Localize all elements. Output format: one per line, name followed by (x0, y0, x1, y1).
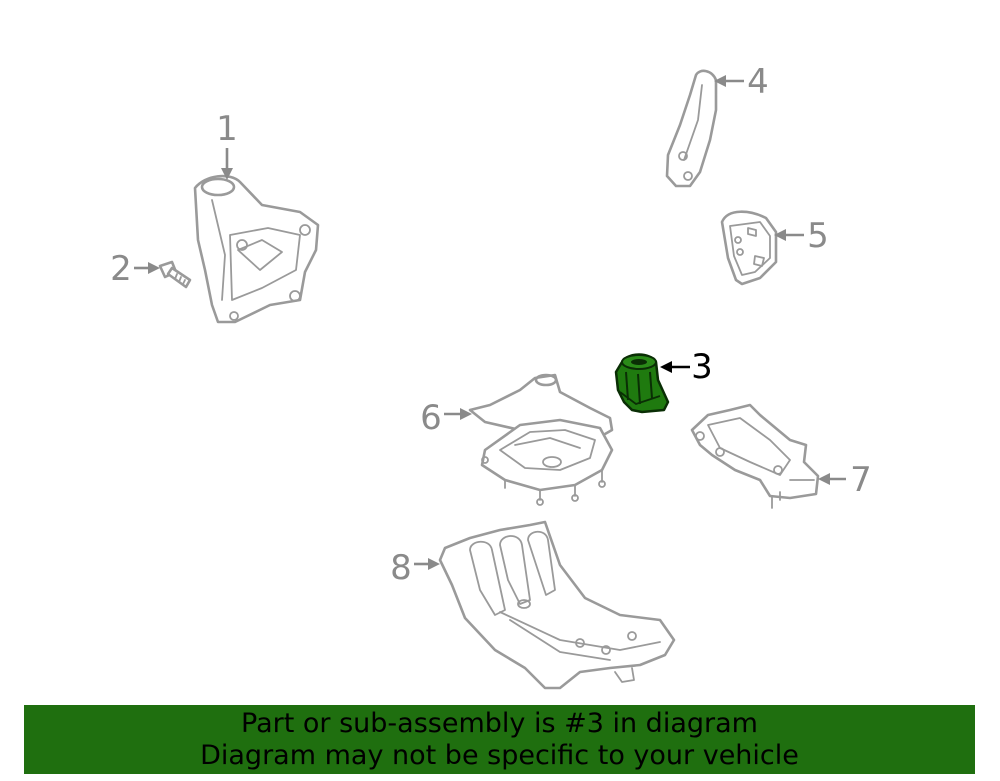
callout-1: 1 (216, 109, 238, 180)
callout-6: 6 (420, 398, 472, 438)
callout-4-label: 4 (747, 62, 769, 102)
arrow-left-icon (660, 361, 672, 373)
arrow-right-icon (460, 408, 472, 420)
part-4-bracket[interactable] (665, 69, 718, 188)
arrow-left-icon (774, 229, 786, 241)
arrow-down-icon (221, 168, 233, 180)
part-2-bolt[interactable] (158, 260, 192, 289)
callout-3: 3 (660, 347, 713, 387)
callout-2-label: 2 (110, 249, 132, 289)
arrow-left-icon (818, 473, 830, 485)
callout-2: 2 (110, 249, 160, 289)
arrow-left-icon (714, 75, 726, 87)
callout-3-label: 3 (691, 347, 713, 387)
arrow-right-icon (148, 262, 160, 274)
callout-5-label: 5 (807, 216, 829, 256)
callout-1-label: 1 (216, 109, 238, 149)
callout-7-label: 7 (850, 460, 872, 500)
info-banner: Part or sub-assembly is #3 in diagram Di… (24, 705, 975, 774)
part-7-crossmember-bracket[interactable] (690, 403, 820, 509)
part-1-engine-mount-bracket[interactable] (193, 174, 320, 324)
part-3-mount-insulator[interactable] (614, 353, 670, 414)
callout-5: 5 (774, 216, 829, 256)
banner-line-1: Part or sub-assembly is #3 in diagram (241, 707, 758, 739)
callout-8-label: 8 (390, 548, 412, 588)
parts-diagram: 1 2 3 4 5 6 7 8 (110, 62, 872, 690)
callout-8: 8 (390, 548, 440, 588)
callout-4: 4 (714, 62, 769, 102)
callout-6-label: 6 (420, 398, 442, 438)
callout-7: 7 (818, 460, 872, 500)
banner-line-2: Diagram may not be specific to your vehi… (200, 739, 799, 771)
arrow-right-icon (428, 558, 440, 570)
part-6-transmission-mount[interactable] (468, 373, 614, 506)
part-8-subframe[interactable] (438, 520, 676, 690)
part-5-plate[interactable] (720, 210, 778, 286)
